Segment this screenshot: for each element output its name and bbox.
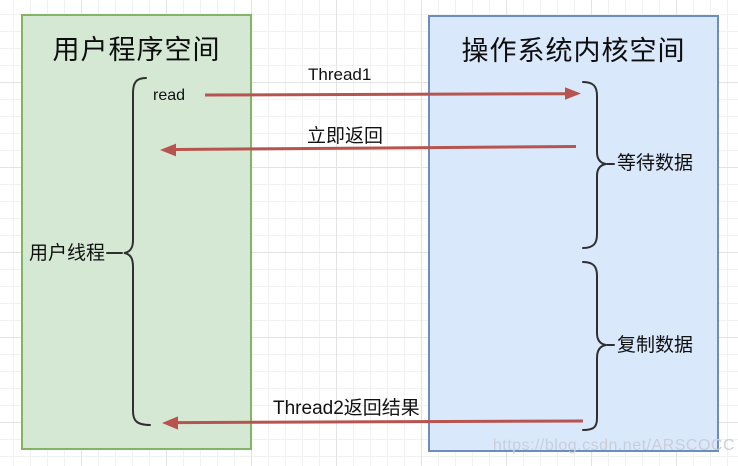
thread1-arrowhead-icon: [565, 87, 581, 100]
copy-data-brace: [582, 261, 615, 431]
wait-data-label: 等待数据: [617, 153, 694, 174]
thread2-return-arrowhead-icon: [162, 416, 178, 430]
immediate-return-label: 立即返回: [307, 126, 384, 147]
user-space-title: 用户程序空间: [52, 35, 221, 65]
thread2-return-label: Thread2返回结果: [273, 398, 420, 419]
kernel-space-title: 操作系统内核空间: [461, 36, 686, 66]
thread1-label: Thread1: [308, 65, 372, 84]
thread2-return-arrow-line: [176, 419, 584, 425]
read-label: read: [153, 87, 186, 104]
wait-data-brace: [582, 81, 615, 249]
kernel-space-box: 操作系统内核空间: [428, 15, 719, 452]
immediate-return-arrow-line: [174, 145, 577, 151]
thread1-arrow-line: [204, 92, 567, 97]
user-thread-brace: [106, 77, 151, 426]
watermark-text: https://blog.csdn.net/ARSCOCC: [492, 437, 735, 454]
user-space-box: 用户程序空间: [21, 14, 252, 450]
copy-data-label: 复制数据: [617, 335, 694, 356]
user-thread-label: 用户线程: [29, 243, 106, 264]
immediate-return-arrowhead-icon: [160, 143, 176, 157]
